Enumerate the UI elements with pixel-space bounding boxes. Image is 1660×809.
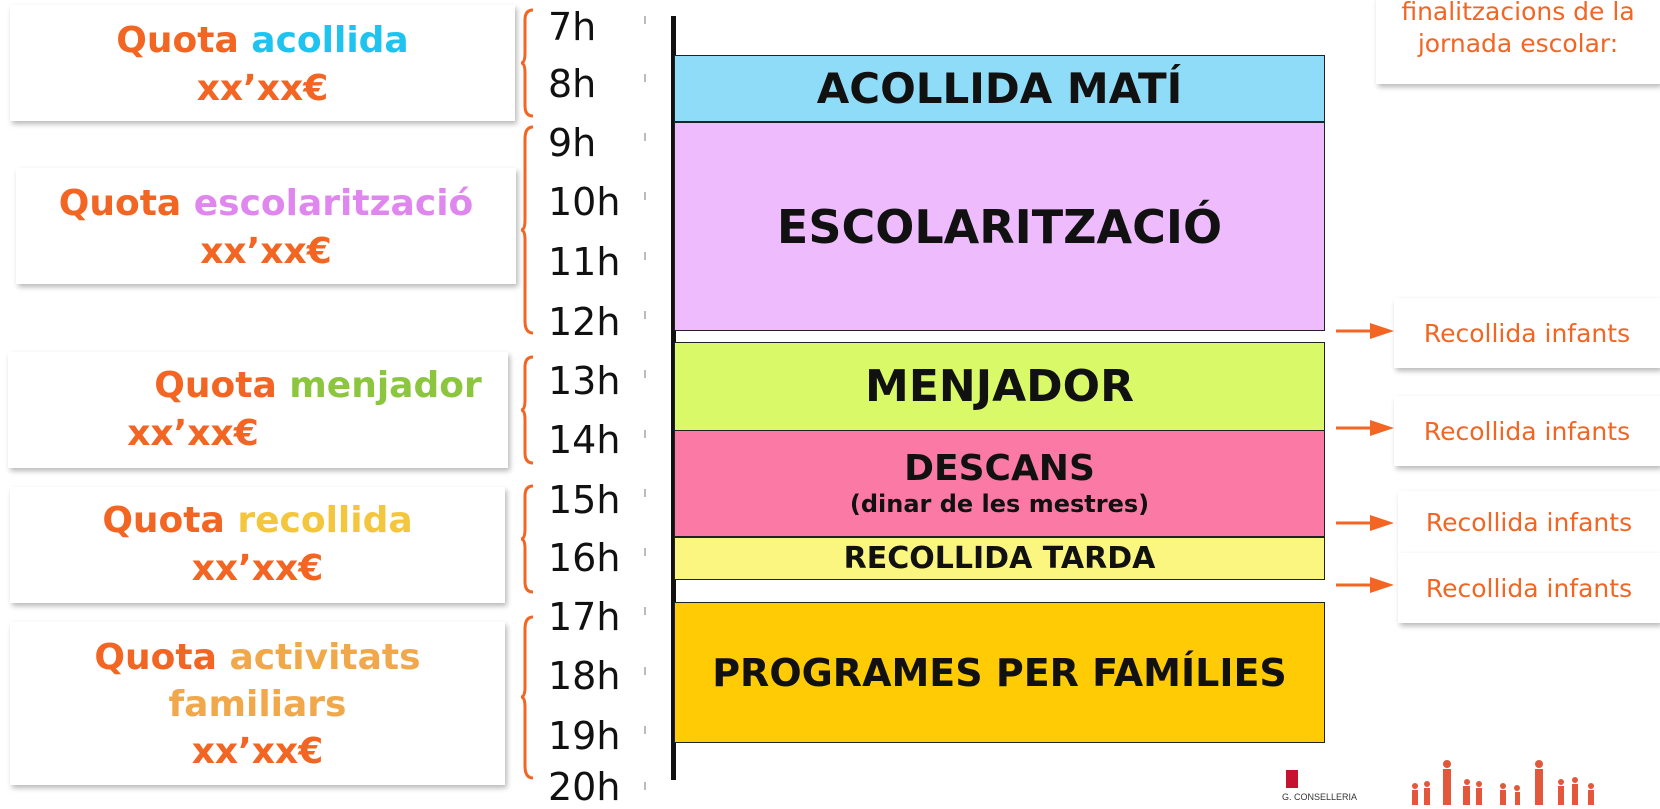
arrow-right-icon (1336, 513, 1396, 537)
quota-price: xx’xx€ (200, 231, 332, 272)
note-line1: finalitzacions de la (1401, 0, 1635, 26)
quota-price: xx’xx€ (191, 731, 324, 772)
quota-price: xx’xx€ (191, 548, 324, 589)
hour-tick (644, 782, 646, 790)
crest-icon (1286, 770, 1298, 788)
brace-escolaritzacio (520, 125, 534, 335)
arrow-right-icon (1336, 575, 1396, 599)
quota-recollida-card: Quota recollida xx’xx€ (10, 487, 505, 603)
brace-menjador (520, 355, 534, 465)
quota-title: Quota acollida (116, 20, 409, 61)
brace-activitats (520, 615, 534, 780)
quota-title: Quota recollida (102, 500, 413, 541)
hour-label: 12h (548, 300, 621, 344)
quota-title: Quota escolarització (58, 183, 474, 224)
hour-tick (644, 16, 646, 24)
quota-title: Quota activitats (94, 637, 421, 678)
pickup-card: Recollida infants (1398, 553, 1660, 623)
hour-label: 11h (548, 240, 621, 284)
hour-label: 8h (548, 62, 597, 106)
quota-price: xx’xx€ (127, 413, 259, 454)
hour-tick (644, 74, 646, 82)
quota-activitats-card: Quota activitats familiars xx’xx€ (10, 622, 505, 785)
hour-tick (644, 430, 646, 438)
logo-text: G. CONSELLERIA (1282, 792, 1358, 802)
block-sublabel: (dinar de les mestres) (849, 489, 1150, 518)
note-line2: jornada escolar: (1417, 29, 1619, 58)
hour-label: 7h (548, 5, 597, 49)
block-escolaritzacio: ESCOLARITZACIÓ (674, 122, 1325, 331)
hour-label: 19h (548, 714, 621, 758)
hour-tick (644, 548, 646, 556)
block-recollida-tarda: RECOLLIDA TARDA (674, 537, 1325, 580)
block-label: ACOLLIDA MATÍ (816, 64, 1183, 113)
hour-label: 10h (548, 180, 621, 224)
quota-acollida-card: Quota acollida xx’xx€ (10, 5, 515, 121)
government-logo: G. CONSELLERIA (1282, 770, 1362, 805)
arrow-right-icon (1336, 321, 1396, 345)
quota-escolaritzacio-card: Quota escolarització xx’xx€ (16, 168, 516, 284)
hour-label: 17h (548, 595, 621, 639)
hour-tick (644, 607, 646, 615)
block-label: ESCOLARITZACIÓ (776, 199, 1223, 254)
hour-tick (644, 133, 646, 141)
block-label: MENJADOR (865, 361, 1134, 412)
block-label: DESCANS (904, 447, 1095, 489)
hour-tick (644, 489, 646, 497)
hour-label: 14h (548, 418, 621, 462)
hour-label: 18h (548, 654, 621, 698)
block-label: RECOLLIDA TARDA (843, 541, 1156, 576)
pickup-card: Recollida infants (1394, 396, 1660, 466)
arrow-right-icon (1336, 418, 1396, 442)
pickup-card: Recollida infants (1394, 298, 1660, 368)
block-acollida-mati: ACOLLIDA MATÍ (674, 55, 1325, 122)
quota-menjador-card: Quota menjador xx’xx€ (8, 352, 508, 468)
quota-price: xx’xx€ (196, 68, 329, 109)
block-descans: DESCANS (dinar de les mestres) (674, 430, 1325, 537)
hour-label: 9h (548, 121, 597, 165)
brace-acollida (520, 8, 534, 118)
hour-label: 20h (548, 765, 621, 809)
hour-tick (644, 667, 646, 675)
quota-title-line2: familiars (168, 684, 347, 725)
hour-tick (644, 370, 646, 378)
hour-tick (644, 311, 646, 319)
hour-tick (644, 192, 646, 200)
timeline-axis (671, 16, 676, 780)
pickup-card: Recollida infants (1398, 491, 1660, 553)
hour-label: 16h (548, 536, 621, 580)
block-menjador: MENJADOR (674, 342, 1325, 431)
hour-label: 13h (548, 359, 621, 403)
brace-recollida (520, 484, 534, 594)
families-logo (1405, 756, 1655, 809)
quota-title: Quota menjador (154, 365, 482, 406)
block-label: PROGRAMES PER FAMÍLIES (712, 650, 1287, 695)
block-programes-families: PROGRAMES PER FAMÍLIES (674, 602, 1325, 743)
hour-label: 15h (548, 478, 621, 522)
note-card: finalitzacions de la jornada escolar: (1376, 0, 1660, 84)
hour-tick (644, 252, 646, 260)
hour-tick (644, 726, 646, 734)
